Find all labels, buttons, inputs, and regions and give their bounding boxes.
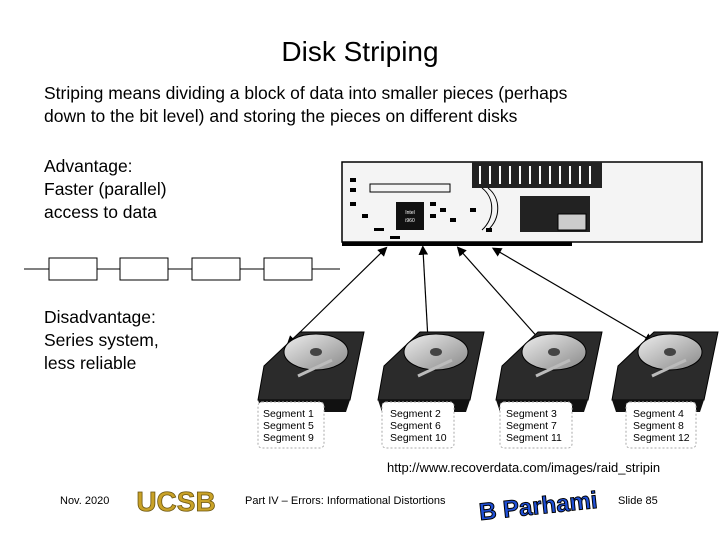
footer-date: Nov. 2020 [60,495,110,507]
source-url[interactable]: http://www.recoverdata.com/images/raid_s… [387,460,661,475]
segment-label: Segment 2 [390,408,441,420]
series-block-2 [119,257,169,281]
raid-diagram: Intel i960 [257,161,719,449]
slide-number: Slide 85 [618,495,658,507]
advantage-line-2: Faster (parallel) [44,179,167,199]
advantage-line-1: Advantage: [44,156,133,176]
segment-box-disk-2: Segment 2 Segment 6 Segment 10 [381,401,455,449]
hard-disk-2 [377,331,485,412]
hard-disk-3 [495,331,603,412]
hard-disk-4 [611,331,719,412]
arrow-to-disk-2 [418,245,433,345]
segment-box-disk-4: Segment 4 Segment 8 Segment 12 [625,401,697,449]
ucsb-logo: UCSB [122,484,230,518]
arrow-to-disk-1 [286,246,388,346]
segment-box-disk-1: Segment 1 Segment 5 Segment 9 [257,401,325,449]
intro-line-1: Striping means dividing a block of data … [44,83,568,103]
intro-text: Striping means dividing a block of data … [44,82,684,128]
segment-label: Segment 6 [390,420,441,432]
arrow-to-disk-4 [491,247,655,343]
ucsb-logo-text: UCSB [136,486,215,517]
segment-label: Segment 11 [506,432,562,444]
segment-label: Segment 3 [506,408,557,420]
segment-label: Segment 1 [263,408,314,420]
segment-label: Segment 4 [633,408,684,420]
advantage-text: Advantage: Faster (parallel) access to d… [44,155,167,224]
segment-label: Segment 5 [263,420,314,432]
segment-label: Segment 8 [633,420,684,432]
disadvantage-line-2: Series system, [44,330,159,350]
chip-label-1: Intel [405,210,414,216]
author-logo: B Parhami [478,486,598,526]
intro-line-2: down to the bit level) and storing the p… [44,106,518,126]
segment-label: Segment 12 [633,432,690,444]
series-block-1 [48,257,98,281]
segment-box-disk-3: Segment 3 Segment 7 Segment 11 [499,401,573,449]
disadvantage-text: Disadvantage: Series system, less reliab… [44,306,159,375]
segment-label: Segment 7 [506,420,557,432]
hard-disk-1 [257,331,365,412]
raid-controller-board: Intel i960 [341,161,703,246]
author-logo-text: B Parhami [478,487,598,526]
disadvantage-line-1: Disadvantage: [44,307,156,327]
footer-course: Part IV – Errors: Informational Distorti… [245,495,446,507]
segment-label: Segment 9 [263,432,314,444]
advantage-line-3: access to data [44,202,157,222]
chip-label-2: i960 [405,218,415,224]
slide-title: Disk Striping [281,36,439,67]
arrow-to-disk-3 [456,246,544,344]
series-block-3 [191,257,241,281]
processor-chip [396,202,424,230]
disadvantage-line-3: less reliable [44,353,137,373]
segment-label: Segment 10 [390,432,447,444]
